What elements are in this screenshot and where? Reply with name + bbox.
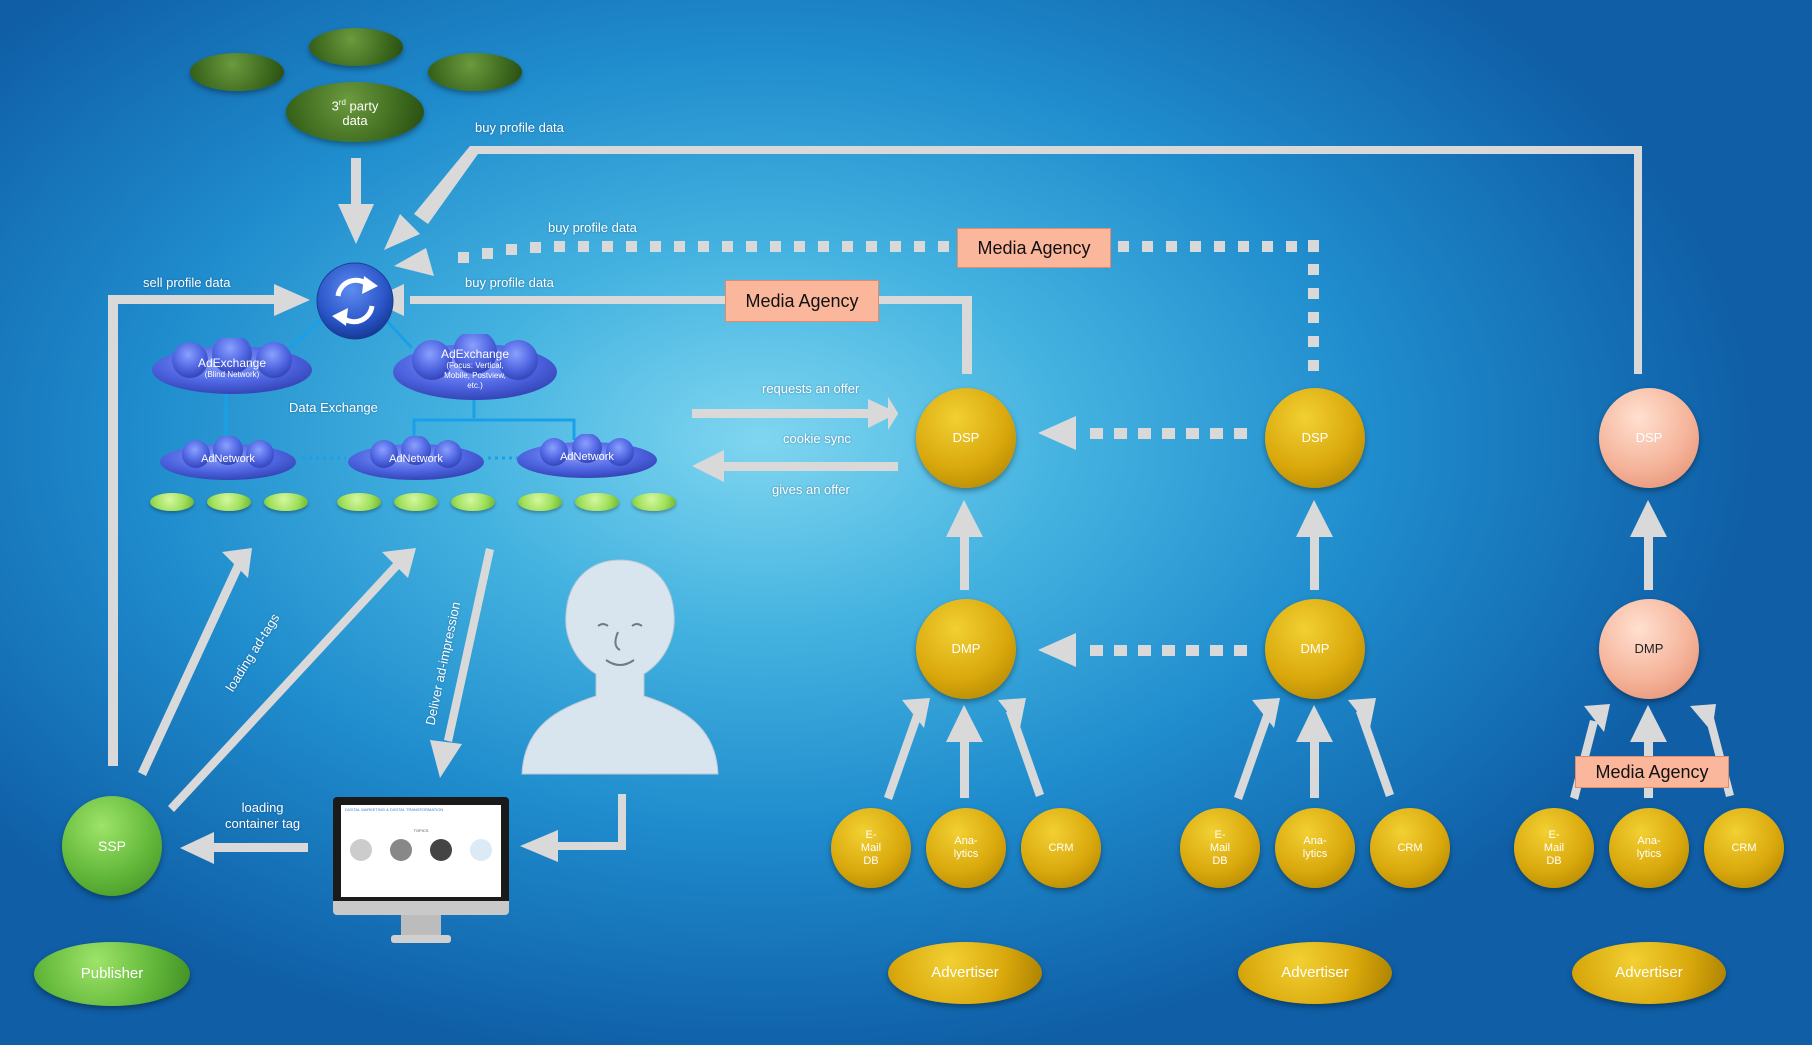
arrowhead-buy-top: [384, 214, 420, 250]
dsp-node-3: DSP: [1599, 388, 1699, 488]
dsp-node-2: DSP: [1265, 388, 1365, 488]
cloud-adexchange-focus: AdExchange (Focus: Vertical, Mobile, Pos…: [390, 334, 560, 404]
arrow-adtags-1: [138, 560, 244, 776]
cloud-adnetwork-2: AdNetwork: [346, 436, 486, 482]
label-buy-profile-top: buy profile data: [475, 120, 564, 135]
cloud-title: AdNetwork: [201, 453, 255, 465]
arrowhead-thirdparty: [338, 204, 374, 244]
topic-circle: [350, 839, 372, 861]
label-requests-offer: requests an offer: [762, 381, 860, 396]
label-gives-offer: gives an offer: [772, 482, 850, 497]
dotted-dmp-sync: [1038, 633, 1247, 667]
arrow-request-shaft: [692, 409, 890, 418]
dmp-node-2: DMP: [1265, 599, 1365, 699]
label-loading-container: loading container tag: [225, 800, 301, 831]
source-email-1: E- Mail DB: [831, 808, 911, 888]
arrow-deliver: [444, 548, 494, 742]
site-pill: [337, 493, 381, 511]
dmp-node-3: DMP: [1599, 599, 1699, 699]
arrowhead-sell: [274, 284, 310, 316]
thirdparty-data-node: 3rd party data: [286, 82, 424, 142]
arrow-thirdparty-shaft: [351, 158, 361, 206]
user-icon: [521, 559, 719, 775]
cloud-sub: (Focus: Vertical, Mobile, Postview, etc.…: [444, 361, 506, 390]
cloud-title: AdNetwork: [560, 451, 614, 463]
monitor-chin: [333, 901, 509, 915]
advertiser-3: Advertiser: [1572, 942, 1726, 1004]
source-analytics-2: Ana- lytics: [1275, 808, 1355, 888]
arrow-offer-shaft: [720, 462, 898, 471]
arrowhead-offer: [692, 450, 724, 482]
arrow-adtags-2: [168, 560, 402, 812]
source-email-2: E- Mail DB: [1180, 808, 1260, 888]
monitor-base: [391, 935, 451, 943]
source-crm-3: CRM: [1704, 808, 1784, 888]
media-agency-col3: Media Agency: [1575, 756, 1729, 788]
monitor-topic-icons: [341, 839, 501, 861]
site-pill: [150, 493, 194, 511]
arrow-container-shaft: [212, 843, 308, 852]
publisher-node: Publisher: [34, 942, 190, 1006]
cloud-title: AdExchange: [440, 347, 510, 361]
media-agency-mid: Media Agency: [957, 228, 1111, 268]
site-pill: [632, 493, 676, 511]
site-pill: [451, 493, 495, 511]
advertiser-1: Advertiser: [888, 942, 1042, 1004]
label-buy-profile-low: buy profile data: [465, 275, 554, 290]
arrow-person-monitor: [556, 794, 626, 850]
cloud-shape: [348, 436, 484, 480]
site-pill: [394, 493, 438, 511]
media-agency-low: Media Agency: [725, 280, 879, 322]
cloud-sub: (Blind Network): [204, 370, 260, 379]
thirdparty-ellipse-2: [309, 28, 403, 66]
topic-circle: [430, 839, 452, 861]
cloud-title: AdExchange: [197, 356, 267, 370]
cloud-shape: [152, 338, 312, 394]
hub-exchange: [316, 262, 394, 340]
cloud-adnetwork-1: AdNetwork: [158, 436, 298, 482]
label-sell-profile: sell profile data: [143, 275, 231, 290]
label-data-exchange: Data Exchange: [289, 400, 378, 415]
cloud-shape: [393, 334, 557, 400]
label-cookie-sync: cookie sync: [783, 431, 851, 446]
advertiser-2: Advertiser: [1238, 942, 1392, 1004]
monitor-stand: [401, 915, 441, 937]
topic-circle: [390, 839, 412, 861]
monitor-topics: TOPICS: [413, 828, 429, 833]
source-analytics-3: Ana- lytics: [1609, 808, 1689, 888]
cloud-adexchange-blind: AdExchange (Blind Network): [148, 338, 316, 398]
source-email-3: E- Mail DB: [1514, 808, 1594, 888]
source-crm-2: CRM: [1370, 808, 1450, 888]
exchange-connectors: [224, 316, 576, 460]
monitor-screen: DIGITAL MARKETING & DIGITAL TRANSFORMATI…: [341, 805, 501, 897]
cloud-title: AdNetwork: [389, 453, 443, 465]
dotted-buy-mid: [394, 240, 1319, 371]
site-pill: [264, 493, 308, 511]
cloud-adnetwork-3: AdNetwork: [514, 434, 660, 480]
site-pill: [207, 493, 251, 511]
dmp-node-1: DMP: [916, 599, 1016, 699]
dotted-cookie-sync: [1038, 416, 1247, 450]
monitor-header: DIGITAL MARKETING & DIGITAL TRANSFORMATI…: [345, 807, 444, 812]
source-analytics-1: Ana- lytics: [926, 808, 1006, 888]
source-crm-1: CRM: [1021, 808, 1101, 888]
cloud-shape: [517, 434, 657, 478]
label-buy-profile-mid: buy profile data: [548, 220, 637, 235]
cloud-shape: [160, 436, 296, 480]
dsp-node-1: DSP: [916, 388, 1016, 488]
arrow-buy-low: [410, 296, 972, 374]
site-pill: [518, 493, 562, 511]
site-pill: [575, 493, 619, 511]
thirdparty-ellipse-3: [428, 53, 522, 91]
topic-circle: [470, 839, 492, 861]
monitor-icon: DIGITAL MARKETING & DIGITAL TRANSFORMATI…: [333, 797, 509, 951]
thirdparty-ellipse-1: [190, 53, 284, 91]
ssp-node: SSP: [62, 796, 162, 896]
